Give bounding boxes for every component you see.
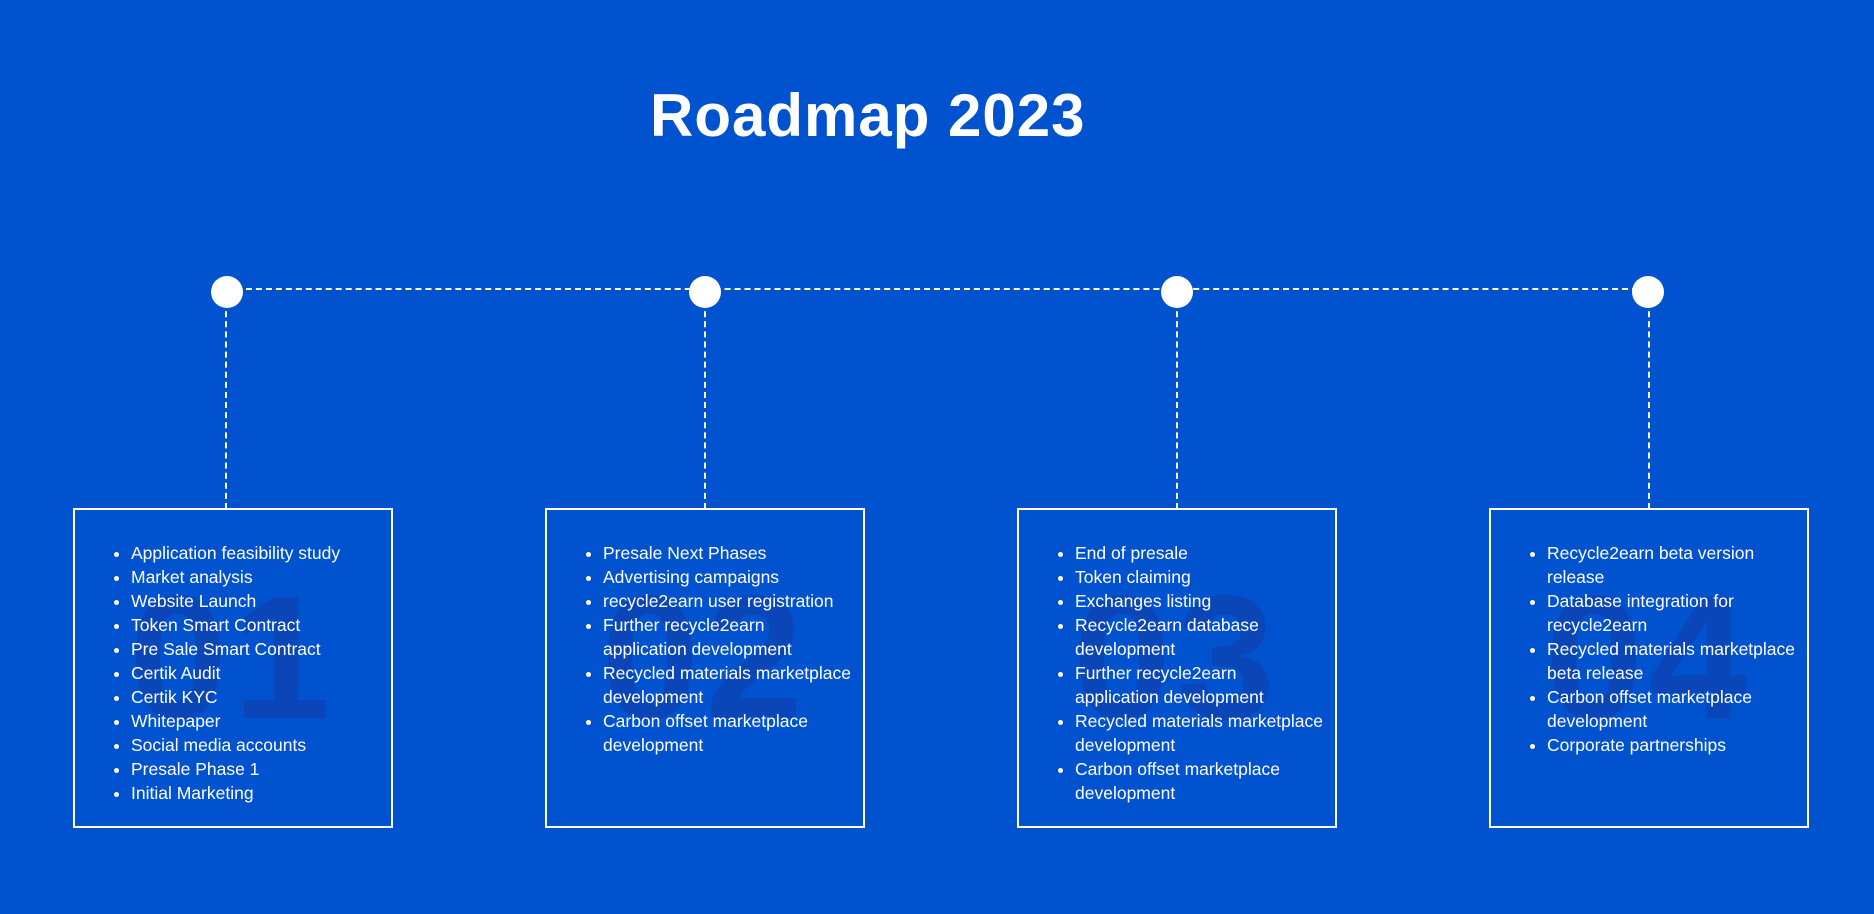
phase-number: 01 — [129, 560, 337, 756]
phase-number: 04 — [1545, 560, 1753, 756]
page-title: Roadmap 2023 — [650, 82, 1086, 149]
list-item: Token Smart Contract — [131, 613, 379, 637]
list-item: Token claiming — [1075, 565, 1323, 589]
timeline-node — [211, 276, 243, 308]
list-item: Market analysis — [131, 565, 379, 589]
list-item: Certik KYC — [131, 685, 379, 709]
phase-card: 03 End of presale Token claiming Exchang… — [1017, 508, 1337, 828]
list-item: Recycled materials marketplace beta rele… — [1547, 637, 1795, 685]
list-item: Initial Marketing — [131, 781, 379, 805]
timeline-line — [226, 288, 1648, 290]
phase-list: End of presale Token claiming Exchanges … — [1019, 510, 1335, 805]
list-item: Recycled materials marketplace developme… — [1075, 709, 1323, 757]
timeline-node — [1161, 276, 1193, 308]
list-item: Presale Phase 1 — [131, 757, 379, 781]
timeline-connector — [704, 291, 706, 509]
phase-card: 04 Recycle2earn beta version release Dat… — [1489, 508, 1809, 828]
list-item: recycle2earn user registration — [603, 589, 851, 613]
timeline-connector — [225, 291, 227, 509]
list-item: Recycle2earn database development — [1075, 613, 1323, 661]
list-item: Certik Audit — [131, 661, 379, 685]
list-item: Database integration for recycle2earn — [1547, 589, 1795, 637]
list-item: Carbon offset marketplace development — [1075, 757, 1323, 805]
phase-list: Recycle2earn beta version release Databa… — [1491, 510, 1807, 757]
list-item: Presale Next Phases — [603, 541, 851, 565]
phase-card: 02 Presale Next Phases Advertising campa… — [545, 508, 865, 828]
list-item: End of presale — [1075, 541, 1323, 565]
list-item: Further recycle2earn application develop… — [1075, 661, 1323, 709]
list-item: Recycle2earn beta version release — [1547, 541, 1795, 589]
list-item: Carbon offset marketplace development — [1547, 685, 1795, 733]
list-item: Carbon offset marketplace development — [603, 709, 851, 757]
phase-number: 03 — [1073, 560, 1281, 756]
list-item: Corporate partnerships — [1547, 733, 1795, 757]
timeline-node — [689, 276, 721, 308]
list-item: Pre Sale Smart Contract — [131, 637, 379, 661]
timeline-connector — [1176, 291, 1178, 509]
list-item: Exchanges listing — [1075, 589, 1323, 613]
phase-card: 01 Application feasibility study Market … — [73, 508, 393, 828]
list-item: Website Launch — [131, 589, 379, 613]
list-item: Further recycle2earn application develop… — [603, 613, 851, 661]
list-item: Recycled materials marketplace developme… — [603, 661, 851, 709]
phase-list: Presale Next Phases Advertising campaign… — [547, 510, 863, 757]
list-item: Application feasibility study — [131, 541, 379, 565]
timeline-node — [1632, 276, 1664, 308]
list-item: Advertising campaigns — [603, 565, 851, 589]
list-item: Social media accounts — [131, 733, 379, 757]
phase-number: 02 — [601, 560, 809, 756]
phase-list: Application feasibility study Market ana… — [75, 510, 391, 805]
list-item: Whitepaper — [131, 709, 379, 733]
timeline-connector — [1648, 291, 1650, 509]
